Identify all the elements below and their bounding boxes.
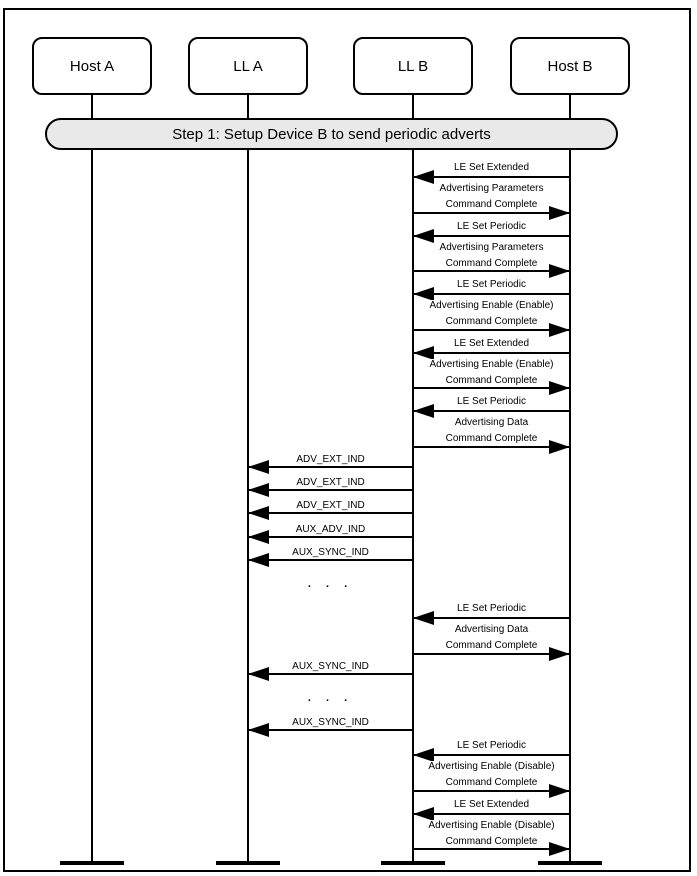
message-pdu-13-shaft xyxy=(248,535,413,538)
message-req-16-label-line1: LE Set Periodic xyxy=(454,603,529,614)
message-pdu-18-shaft xyxy=(248,673,413,675)
message-req-4-label-line2: Advertising Enable (Enable) xyxy=(426,300,557,311)
message-resp-22-arrowhead-right xyxy=(549,783,570,798)
message-resp-22-shaft xyxy=(413,789,570,792)
message-resp-7-shaft xyxy=(413,387,570,389)
message-resp-24-shaft xyxy=(413,848,570,851)
actor-label-host-a: Host A xyxy=(69,57,115,75)
ellipsis-15: . . . xyxy=(307,577,354,590)
message-req-2-arrowhead-left xyxy=(413,228,434,243)
message-req-6-label-line1: LE Set Extended xyxy=(450,337,533,349)
message-req-8-label-line1: LE Set Periodic xyxy=(454,396,529,407)
ellipsis-19: . . . xyxy=(307,691,354,704)
message-req-23-arrowhead-left xyxy=(413,806,434,821)
lifeline-ll-b xyxy=(412,95,414,862)
message-resp-5-shaft xyxy=(413,328,570,331)
message-req-0-arrowhead-left xyxy=(413,170,434,184)
diagram-border xyxy=(3,8,691,872)
actor-box-ll-b: LL B xyxy=(353,37,473,95)
message-pdu-10-arrowhead-left xyxy=(248,460,269,474)
lifeline-end-bar-ll-b xyxy=(381,861,445,865)
message-req-4-arrowhead-left xyxy=(413,287,434,301)
message-req-0-label-line2: Advertising Parameters xyxy=(436,183,547,194)
actor-box-host-a: Host A xyxy=(32,37,152,95)
message-req-0-label-line1: LE Set Extended xyxy=(450,162,533,173)
message-pdu-10-shaft xyxy=(248,466,413,468)
message-req-0-shaft xyxy=(413,176,570,178)
message-resp-5-label: Command Complete xyxy=(442,316,541,327)
message-pdu-11-shaft xyxy=(248,489,413,492)
message-req-6-arrowhead-left xyxy=(413,345,434,360)
step-banner-label: Step 1: Setup Device B to send periodic … xyxy=(172,125,491,143)
message-resp-1-label: Command Complete xyxy=(442,199,541,210)
message-req-16-label-line2: Advertising Data xyxy=(451,624,532,635)
message-pdu-20-shaft xyxy=(248,728,413,731)
message-resp-17-shaft xyxy=(413,652,570,655)
message-resp-7-arrowhead-right xyxy=(549,381,570,395)
actor-label-host-b: Host B xyxy=(547,57,593,75)
message-pdu-20-arrowhead-left xyxy=(248,722,269,737)
message-pdu-14-label: AUX_SYNC_IND xyxy=(289,546,372,558)
message-pdu-13-arrowhead-left xyxy=(248,529,269,544)
lifeline-end-bar-ll-a xyxy=(216,861,280,865)
message-req-21-arrowhead-left xyxy=(413,748,434,763)
message-resp-9-arrowhead-right xyxy=(549,439,570,454)
message-req-2-shaft xyxy=(413,234,570,237)
message-resp-3-shaft xyxy=(413,270,570,272)
actor-label-ll-b: LL B xyxy=(397,57,429,75)
message-resp-22-label: Command Complete xyxy=(442,777,541,789)
message-pdu-12-shaft xyxy=(248,512,413,515)
message-req-6-shaft xyxy=(413,351,570,354)
message-req-16-arrowhead-left xyxy=(413,611,434,625)
actor-box-host-b: Host B xyxy=(510,37,630,95)
message-req-23-shaft xyxy=(413,812,570,815)
message-req-23-label-line2: Advertising Enable (Disable) xyxy=(425,819,558,831)
message-pdu-18-arrowhead-left xyxy=(248,667,269,681)
message-req-4-shaft xyxy=(413,293,570,295)
message-resp-17-label: Command Complete xyxy=(442,640,541,651)
message-pdu-14-arrowhead-left xyxy=(248,552,269,567)
message-req-2-label-line1: LE Set Periodic xyxy=(454,220,529,232)
message-resp-9-shaft xyxy=(413,445,570,448)
lifeline-host-b xyxy=(569,95,571,862)
message-pdu-13-label: AUX_ADV_IND xyxy=(292,523,369,535)
message-pdu-20-label: AUX_SYNC_IND xyxy=(289,716,372,728)
message-req-4-label-line1: LE Set Periodic xyxy=(454,279,529,290)
message-req-23-label-line1: LE Set Extended xyxy=(450,798,533,810)
message-pdu-10-label: ADV_EXT_IND xyxy=(293,454,368,465)
message-resp-3-arrowhead-right xyxy=(549,264,570,278)
lifeline-ll-a xyxy=(247,95,249,862)
message-resp-7-label: Command Complete xyxy=(442,374,541,386)
message-pdu-14-shaft xyxy=(248,558,413,561)
actor-label-ll-a: LL A xyxy=(233,57,263,75)
message-resp-5-arrowhead-right xyxy=(549,322,570,337)
message-resp-1-shaft xyxy=(413,211,570,214)
message-pdu-12-label: ADV_EXT_IND xyxy=(293,500,368,512)
message-resp-17-arrowhead-right xyxy=(549,646,570,661)
message-pdu-11-label: ADV_EXT_IND xyxy=(293,477,368,489)
message-resp-1-arrowhead-right xyxy=(549,205,570,220)
message-req-21-shaft xyxy=(413,754,570,757)
message-req-8-arrowhead-left xyxy=(413,404,434,418)
message-req-8-shaft xyxy=(413,410,570,412)
message-req-8-label-line2: Advertising Data xyxy=(451,417,532,428)
message-pdu-18-label: AUX_SYNC_IND xyxy=(289,661,372,672)
lifeline-host-a xyxy=(91,95,93,862)
message-resp-9-label: Command Complete xyxy=(442,433,541,444)
message-resp-24-label: Command Complete xyxy=(442,835,541,847)
lifeline-end-bar-host-a xyxy=(60,861,124,865)
message-req-2-label-line2: Advertising Parameters xyxy=(436,241,547,253)
message-req-16-shaft xyxy=(413,617,570,619)
actor-box-ll-a: LL A xyxy=(188,37,308,95)
message-req-6-label-line2: Advertising Enable (Enable) xyxy=(426,358,557,370)
lifeline-end-bar-host-b xyxy=(538,861,602,865)
message-resp-3-label: Command Complete xyxy=(442,257,541,269)
message-pdu-12-arrowhead-left xyxy=(248,506,269,521)
message-req-21-label-line2: Advertising Enable (Disable) xyxy=(425,761,558,773)
message-pdu-11-arrowhead-left xyxy=(248,483,269,498)
step-banner: Step 1: Setup Device B to send periodic … xyxy=(45,118,618,150)
message-req-21-label-line1: LE Set Periodic xyxy=(454,740,529,752)
message-resp-24-arrowhead-right xyxy=(549,842,570,857)
